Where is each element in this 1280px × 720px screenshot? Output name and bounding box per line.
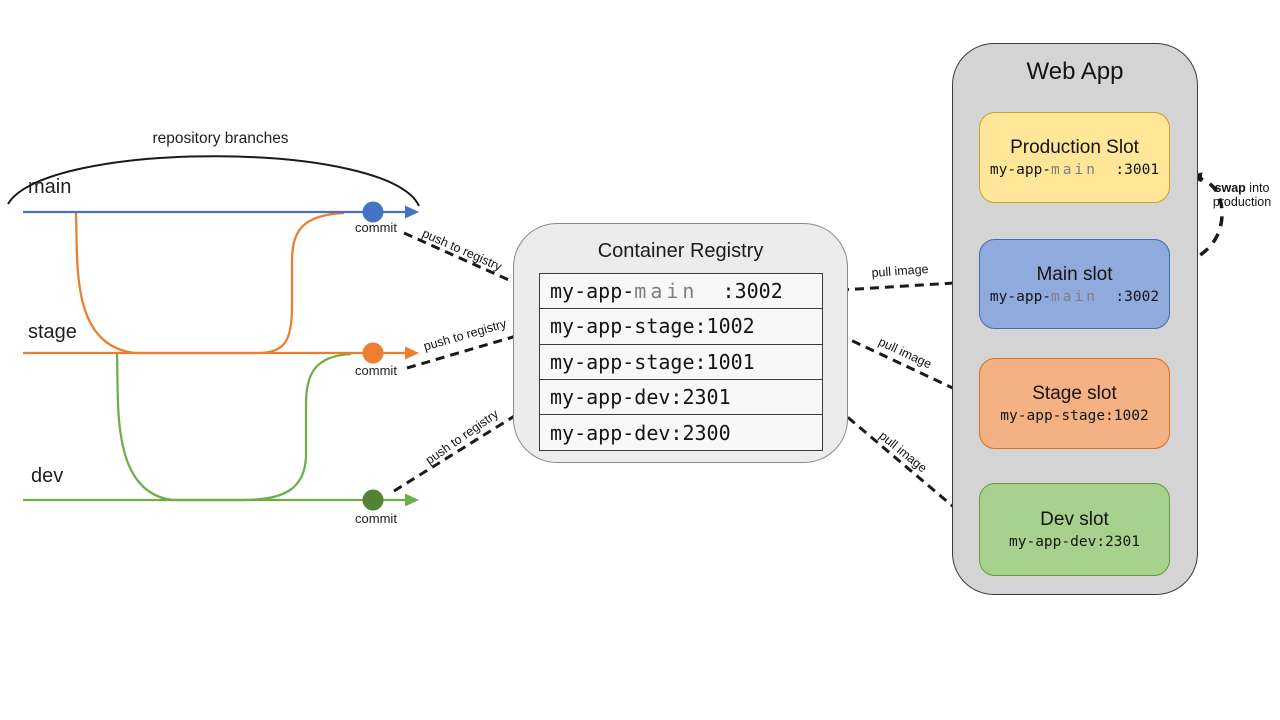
dev-branch-curve: [115, 352, 352, 502]
branch-label-main: main: [28, 176, 72, 198]
dev-slot-image-tag: my-app-dev:2301: [1009, 534, 1140, 550]
stage-branch-arrowhead: [405, 346, 419, 360]
pull-arrow-main: [824, 277, 971, 293]
swap-label-rest: into: [1245, 181, 1270, 195]
branches-brace: [7, 155, 420, 207]
dev-branch-arrowhead: [405, 493, 419, 507]
image-tag-text: :3002: [1097, 288, 1160, 305]
main-slot: Main slot my-app-main :3002: [979, 239, 1170, 329]
registry-row: my-app-main :3002: [540, 274, 822, 310]
stage-commit-dot: [362, 342, 384, 364]
commit-label-dev: commit: [355, 511, 397, 526]
push-arrow-main: [403, 231, 530, 291]
image-tag-highlight: main: [1051, 162, 1098, 178]
stage-branch-curve: [74, 211, 345, 355]
main-commit-dot: [362, 201, 384, 223]
dev-slot: Dev slot my-app-dev:2301: [979, 483, 1170, 576]
image-tag-highlight: main: [1051, 288, 1098, 305]
container-registry-title: Container Registry: [597, 240, 764, 262]
stage-slot: Stage slot my-app-stage:1002: [979, 358, 1170, 449]
registry-row: my-app-dev:2300: [540, 415, 822, 450]
image-tag-text: :3001: [1097, 162, 1160, 178]
production-slot-image-tag: my-app-main :3001: [990, 162, 1159, 178]
registry-image-table: my-app-main :3002 my-app-stage:1002 my-a…: [539, 273, 823, 452]
swap-into-production-label: swap into production: [1202, 181, 1280, 210]
branch-label-stage: stage: [28, 321, 77, 343]
push-arrow-dev: [393, 405, 530, 493]
image-tag-text: my-app-: [550, 279, 635, 304]
production-slot: Production Slot my-app-main :3001: [979, 112, 1170, 203]
registry-row: my-app-stage:1001: [540, 345, 822, 380]
image-tag-highlight: main: [634, 279, 699, 304]
repository-branches-caption: repository branches: [152, 130, 289, 147]
image-tag-text: my-app-dev:2300: [550, 420, 731, 445]
branch-label-dev: dev: [31, 465, 64, 487]
main-slot-image-tag: my-app-main :3002: [990, 289, 1159, 305]
stage-slot-title: Stage slot: [1032, 383, 1117, 404]
dev-slot-title: Dev slot: [1040, 509, 1109, 530]
image-tag-text: my-app-: [989, 288, 1052, 305]
commit-label-main: commit: [355, 220, 397, 235]
image-tag-text: :3002: [698, 279, 783, 304]
image-tag-text: my-app-stage:1002: [550, 314, 755, 339]
commit-label-stage: commit: [355, 363, 397, 378]
registry-row: my-app-dev:2301: [540, 380, 822, 416]
dev-commit-dot: [362, 489, 384, 511]
pull-arrow-dev: [824, 396, 970, 522]
image-tag-text: my-app-: [989, 162, 1052, 178]
registry-row: my-app-stage:1002: [540, 309, 822, 345]
swap-label-line2: production: [1212, 195, 1272, 210]
production-slot-title: Production Slot: [1010, 137, 1139, 158]
stage-slot-image-tag: my-app-stage:1002: [1000, 408, 1149, 424]
image-tag-text: my-app-stage:1001: [550, 349, 755, 374]
web-app-title: Web App: [1026, 58, 1124, 85]
pull-arrow-stage: [824, 326, 975, 400]
image-tag-text: my-app-dev:2301: [550, 385, 731, 410]
main-slot-title: Main slot: [1036, 263, 1113, 285]
push-arrow-stage: [406, 330, 531, 370]
swap-label-bold: swap: [1214, 181, 1246, 195]
main-branch-arrowhead: [405, 205, 419, 219]
